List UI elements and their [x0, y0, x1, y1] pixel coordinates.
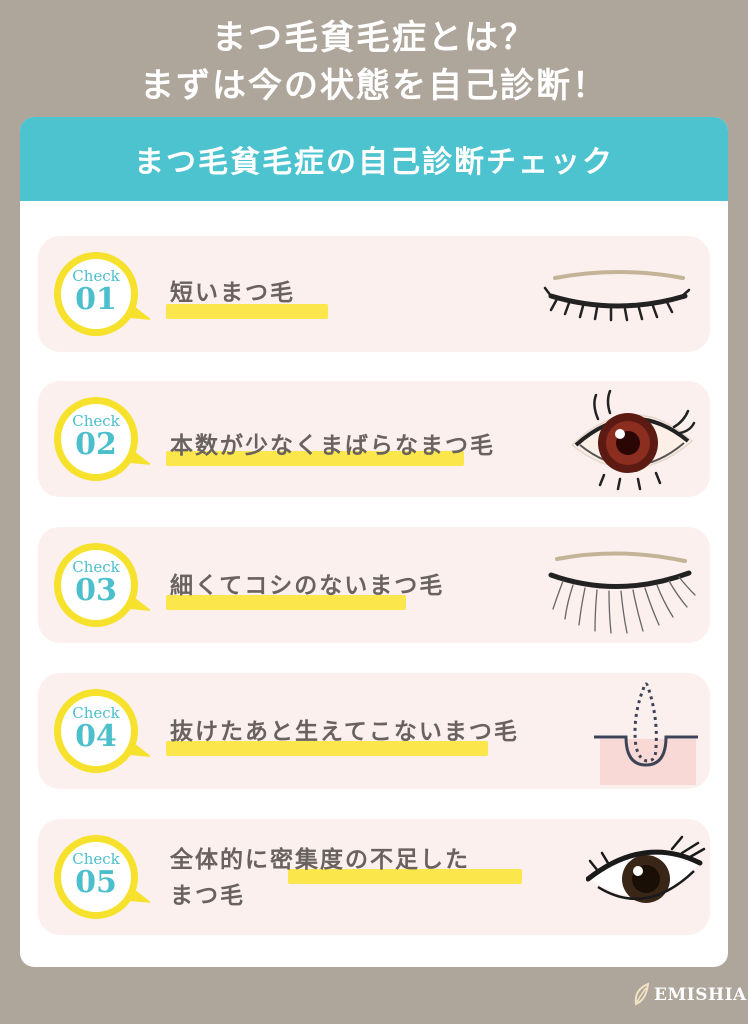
- badge-number: 02: [75, 427, 117, 462]
- check-item-02: Check 02 本数が少なくまばらなまつ毛: [38, 381, 710, 497]
- check-item-text: 短いまつ毛: [170, 280, 295, 306]
- check-item-text: 抜けたあと生えてこないまつ毛: [170, 719, 519, 745]
- check-item-04: Check 04 抜けたあと生えてこないまつ毛: [38, 673, 710, 789]
- badge-check-label: Check: [72, 412, 120, 430]
- badge-number: 01: [75, 282, 117, 317]
- brown-eye-icon: [586, 835, 706, 903]
- badge-check-label: Check: [72, 704, 120, 722]
- check-item-text: 本数が少なくまばらなまつ毛: [170, 433, 495, 459]
- headline-line-1: まつ毛貧毛症とは？: [212, 18, 536, 58]
- logo-text: EMISHIA: [654, 985, 747, 1005]
- sparse-lash-eye-icon: [570, 389, 696, 491]
- check-badge: Check 03: [50, 535, 150, 635]
- check-badge: Check 05: [50, 827, 150, 927]
- check-badge: Check 04: [50, 681, 150, 781]
- check-item-text-line-1: 全体的に密集度の不足した: [170, 847, 470, 873]
- badge-check-label: Check: [72, 558, 120, 576]
- check-item-text-line-2: まつ毛: [170, 883, 245, 909]
- check-item-text: 細くてコシのないまつ毛: [170, 573, 445, 599]
- badge-number: 03: [75, 573, 117, 608]
- check-badge: Check 02: [50, 389, 150, 489]
- brand-logo: EMISHIA: [630, 982, 747, 1008]
- check-badge: Check 01: [50, 244, 150, 344]
- page-headline: まつ毛貧毛症とは？ まずは今の状態を自己診断！: [0, 14, 748, 110]
- check-item-05: Check 05 全体的に密集度の不足した まつ毛: [38, 819, 710, 935]
- check-item-01: Check 01 短いまつ毛: [38, 236, 710, 352]
- card-title: まつ毛貧毛症の自己診断チェック: [20, 117, 728, 201]
- self-check-card: まつ毛貧毛症の自己診断チェック Check 01 短いまつ毛: [20, 117, 728, 967]
- badge-check-label: Check: [72, 850, 120, 868]
- badge-number: 04: [75, 719, 117, 754]
- leaf-logo-icon: [634, 982, 650, 1006]
- closed-eye-thin-lashes-icon: [548, 551, 696, 634]
- badge-check-label: Check: [72, 267, 120, 285]
- check-item-03: Check 03 細くてコシのないまつ毛: [38, 527, 710, 643]
- hair-follicle-icon: [594, 682, 698, 785]
- headline-line-2: まずは今の状態を自己診断！: [140, 66, 608, 106]
- closed-eye-short-lashes-icon: [543, 270, 691, 322]
- badge-number: 05: [75, 865, 117, 900]
